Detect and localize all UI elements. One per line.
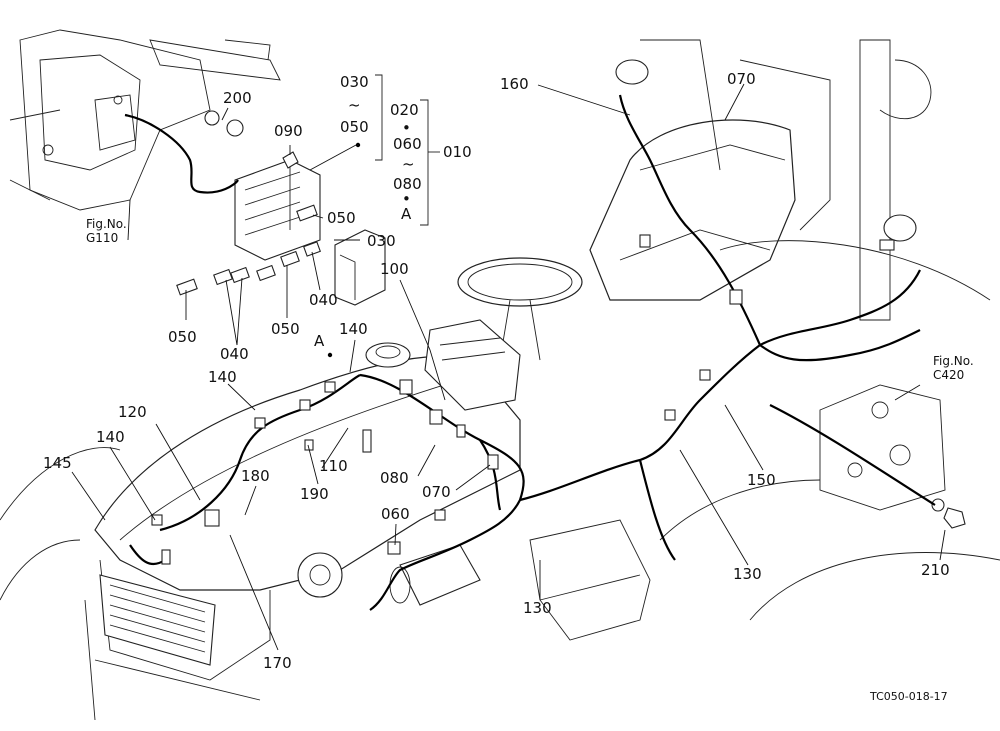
callout-170: 170	[263, 654, 292, 672]
fig-ref-c420-line2: C420	[933, 367, 965, 382]
callout-090: 090	[274, 122, 303, 140]
front-tire	[0, 447, 121, 601]
rear-fender	[659, 240, 1000, 621]
meter-panel	[424, 319, 521, 411]
callout-160: 160	[500, 75, 529, 93]
callout-040-left: 040	[220, 345, 249, 363]
callout-140-left: 140	[96, 428, 125, 446]
rops-frame	[640, 39, 932, 321]
callout-110: 110	[319, 457, 348, 475]
callout-150: 150	[747, 471, 776, 489]
callout-050-left: 050	[168, 328, 197, 346]
callout-a-top: A	[401, 205, 412, 223]
callout-050-fuse: 050	[327, 209, 356, 227]
callout-020: 020	[390, 101, 419, 119]
callout-100: 100	[380, 260, 409, 278]
callout-070-bottom: 070	[422, 483, 451, 501]
callout-030-cover: 030	[367, 232, 396, 250]
dot-mark-1: •	[402, 119, 411, 137]
tilde-mark-1: ~	[348, 96, 361, 114]
callout-060-bottom: 060	[381, 505, 410, 523]
fig-ref-c420: Fig.No. C420	[933, 354, 974, 383]
callout-060-top: 060	[393, 135, 422, 153]
operator-seat	[589, 119, 796, 301]
dot-mark-2: •	[402, 190, 411, 208]
fig-ref-g110: Fig.No. G110	[86, 217, 127, 246]
callout-080-top: 080	[393, 175, 422, 193]
bracket-group	[327, 74, 440, 358]
callout-130-right: 130	[733, 565, 762, 583]
bolts	[204, 110, 299, 169]
callout-180: 180	[241, 467, 270, 485]
callout-210: 210	[921, 561, 950, 579]
callout-070-top: 070	[727, 70, 756, 88]
fig-ref-g110-line2: G110	[86, 230, 119, 245]
hydraulic-block	[819, 384, 946, 511]
callout-190: 190	[300, 485, 329, 503]
callout-120: 120	[118, 403, 147, 421]
fig-ref-g110-line1: Fig.No.	[86, 217, 127, 231]
callout-140-top: 140	[339, 320, 368, 338]
callout-050-top: 050	[340, 118, 369, 136]
callout-080-bottom: 080	[380, 469, 409, 487]
callout-040-right: 040	[309, 291, 338, 309]
fuses	[176, 204, 321, 296]
callout-200: 200	[223, 89, 252, 107]
bolt-210	[931, 498, 966, 529]
fig-ref-c420-line1: Fig.No.	[933, 354, 974, 368]
alternator	[297, 552, 343, 598]
fuel-cap	[365, 342, 411, 368]
platform-step	[529, 519, 651, 641]
front-grille	[84, 574, 261, 721]
callout-010: 010	[443, 143, 472, 161]
callout-050-mid: 050	[271, 320, 300, 338]
drawing-code: TC050-018-17	[870, 690, 948, 703]
rear-lamps	[615, 59, 917, 242]
tilde-mark-2: ~	[402, 155, 415, 173]
main-wire-harness	[124, 94, 936, 611]
leader-lines	[71, 83, 946, 651]
callout-030-top: 030	[340, 73, 369, 91]
front-frame-bracket	[9, 29, 281, 211]
fuse-cover	[334, 229, 386, 306]
steering-wheel	[457, 257, 583, 361]
starter-motor	[389, 544, 481, 606]
callout-a-mid: A	[314, 332, 325, 350]
connectors	[151, 234, 895, 565]
fuse-box	[234, 159, 321, 261]
callout-130-bottom: 130	[523, 599, 552, 617]
callout-145: 145	[43, 454, 72, 472]
callout-140-mid: 140	[208, 368, 237, 386]
